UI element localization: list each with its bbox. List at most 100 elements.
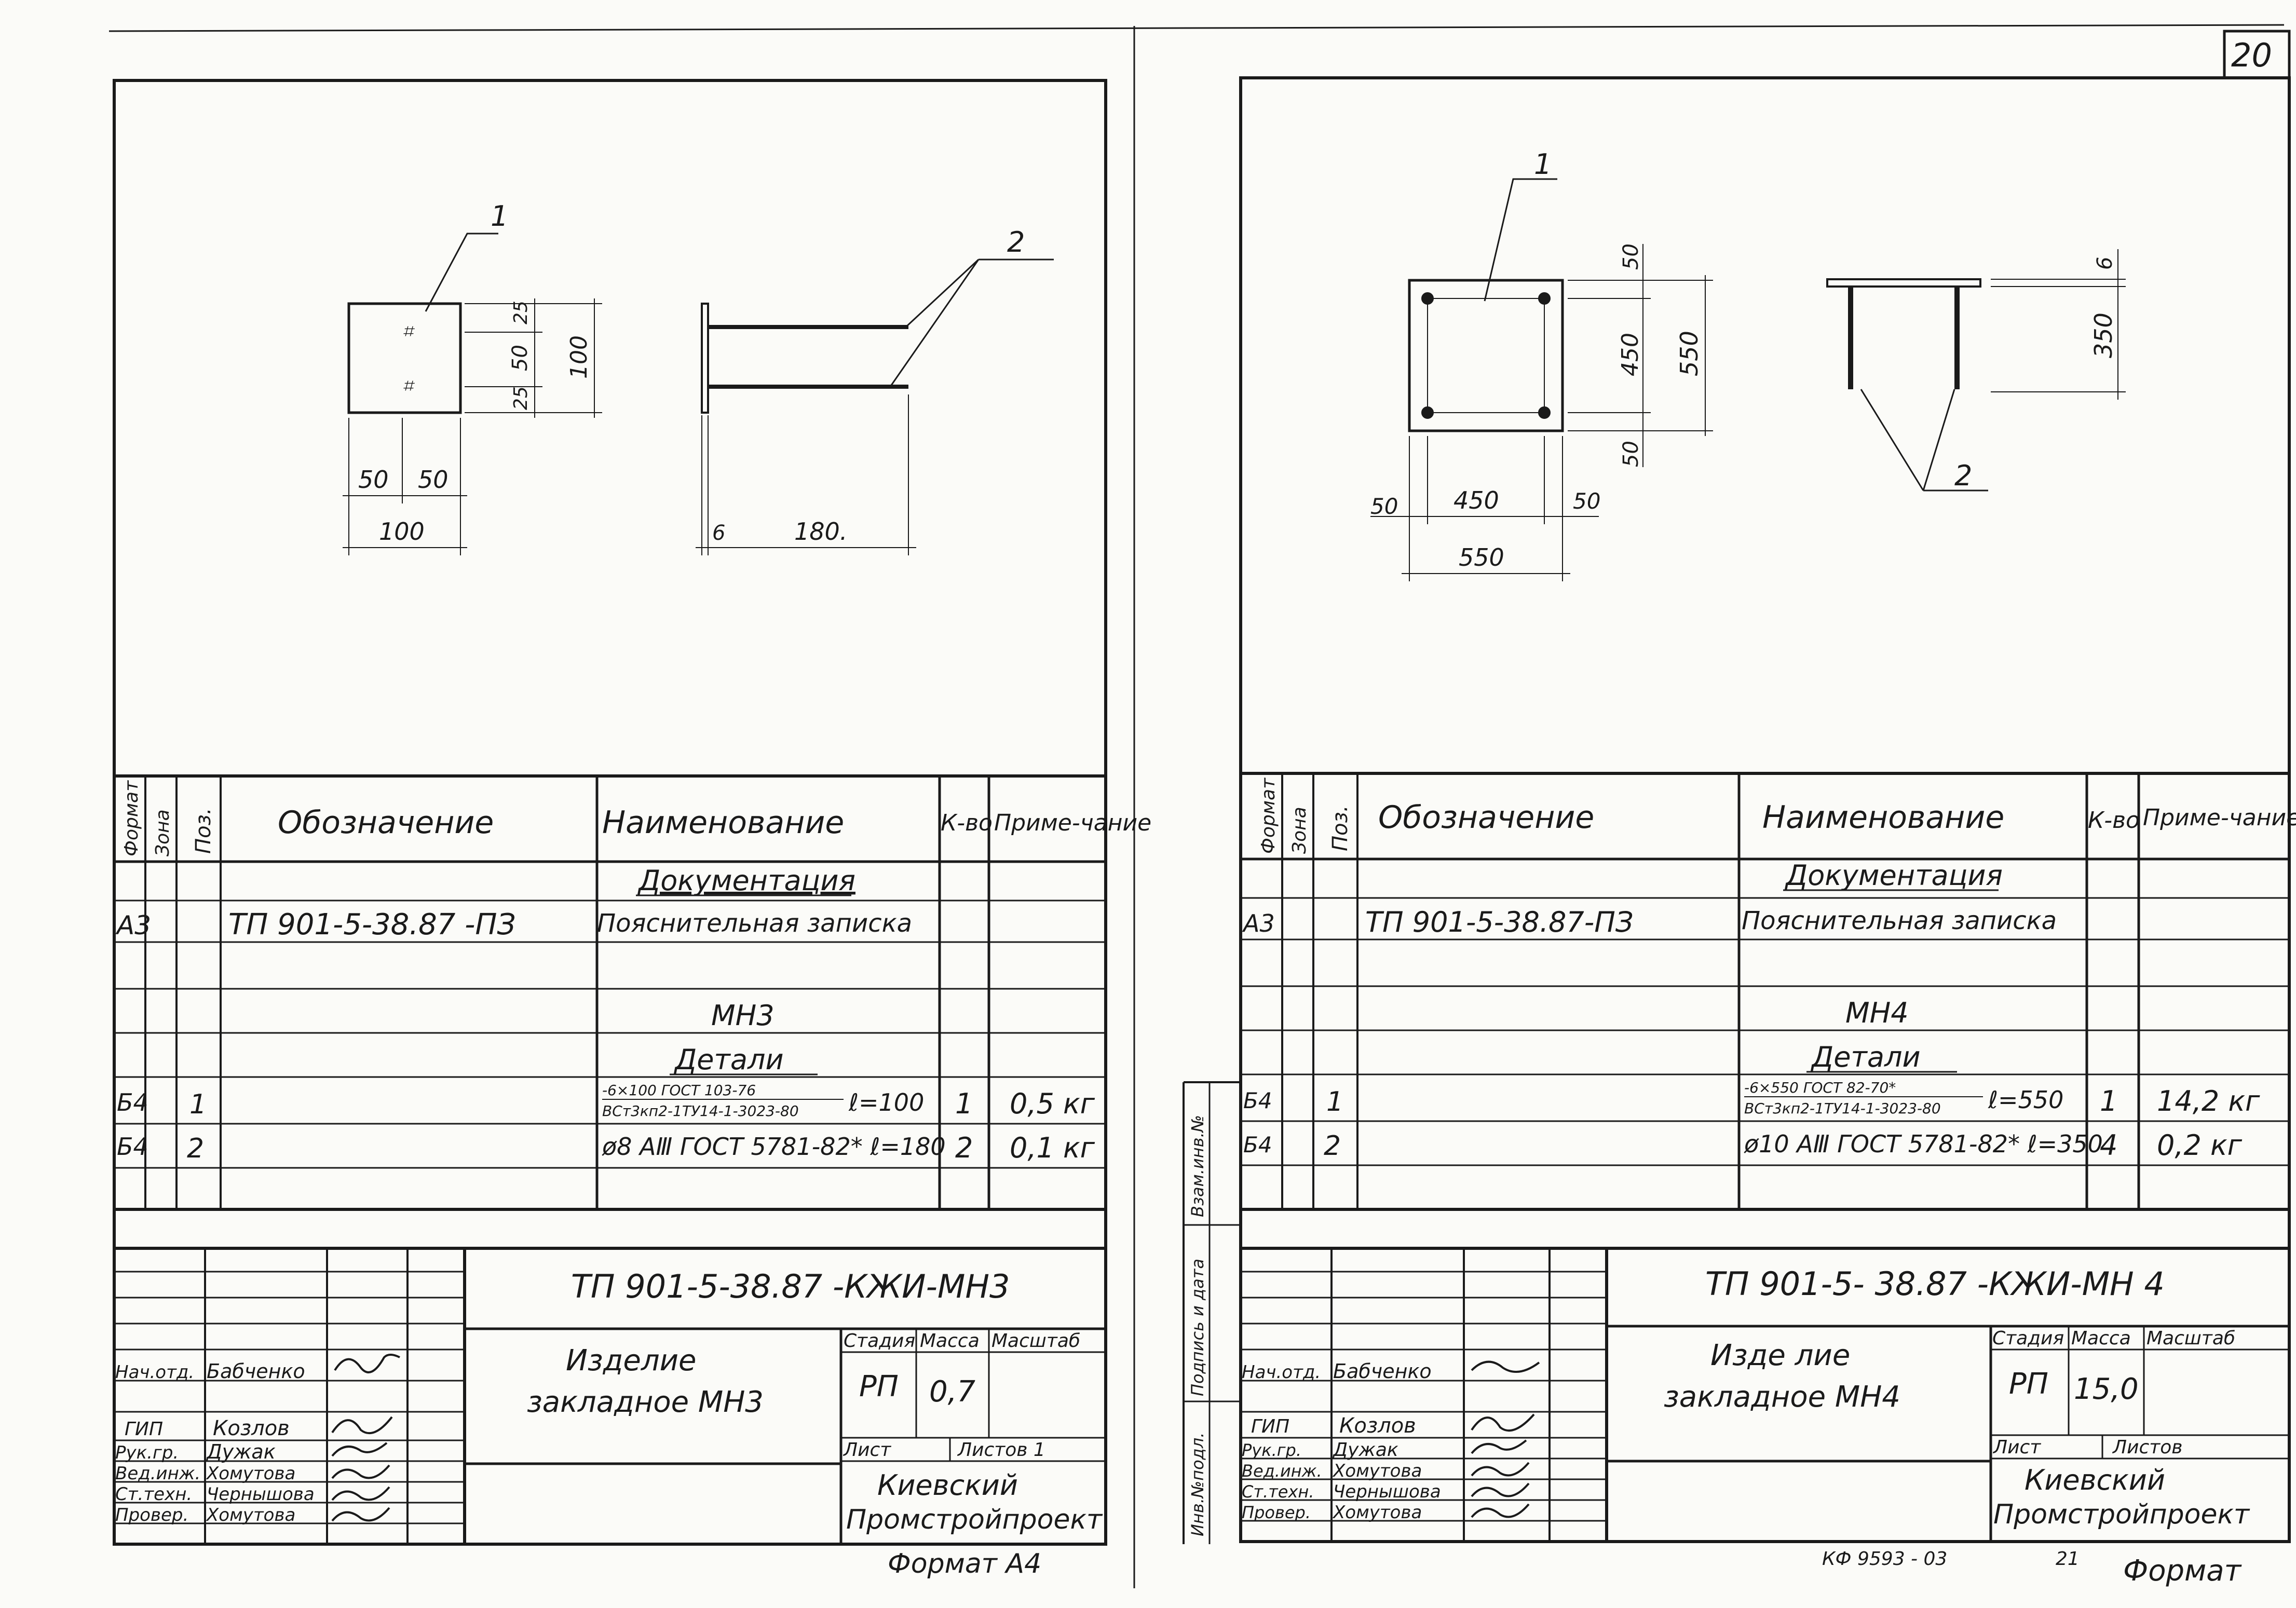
r-tb-role-3: Рук.гр. xyxy=(1242,1440,1301,1460)
signature xyxy=(331,1486,390,1501)
hdr-pos: Поз. xyxy=(192,808,215,854)
hdr-name: Наименование xyxy=(602,805,844,841)
r-r1-name-bottom: ВСт3кп2-1ТУ14-1-3023-80 xyxy=(1744,1100,1941,1117)
tb-product2: закладное МН3 xyxy=(527,1385,764,1419)
right-sheet: 1 50 450 50 550 50 450 50 550 2 6 xyxy=(1183,76,2296,1588)
tb-org1: Киевский xyxy=(877,1469,1018,1502)
tb-stage: РП xyxy=(859,1370,899,1403)
r-tb-role-5: Ст.техн. xyxy=(1242,1482,1314,1502)
svg-text:⌗: ⌗ xyxy=(402,375,415,397)
side-label-signature: Подпись и дата xyxy=(1188,1259,1207,1396)
row-documentation: Документация xyxy=(637,864,855,897)
left-frame xyxy=(113,79,1107,1546)
r-row-documentation: Документация xyxy=(1785,859,2003,892)
r1-format: Б4 xyxy=(117,1088,148,1116)
tb-stage-h: Стадия xyxy=(844,1330,915,1352)
tb-name-1: Бабченко xyxy=(207,1360,305,1383)
signature xyxy=(334,1354,400,1373)
r-dim-v-50a: 50 xyxy=(1619,243,1643,270)
signature xyxy=(1471,1360,1540,1373)
side-label-inventory: Инв.№подл. xyxy=(1188,1433,1207,1536)
format-label-left: Формат А4 xyxy=(888,1548,1041,1579)
r-tb-sheets-h: Листов xyxy=(2112,1437,2182,1458)
dim-v-50: 50 xyxy=(508,345,532,371)
right-leader-2-label: 2 xyxy=(1954,459,1972,492)
tb-name-3: Дужак xyxy=(206,1440,276,1463)
r1-name-bottom: ВСт3кп2-1ТУ14-1-3023-80 xyxy=(602,1102,799,1120)
r-tb-name-5: Чернышова xyxy=(1333,1481,1441,1502)
r-dim-v-450: 450 xyxy=(1617,333,1643,376)
dim-h-50b: 50 xyxy=(418,466,449,494)
signature xyxy=(1471,1462,1530,1477)
r-item-title: МН4 xyxy=(1845,997,1909,1029)
hdr-designation: Обозначение xyxy=(278,805,494,841)
dim-h-100: 100 xyxy=(379,517,425,546)
r-dim-h-450: 450 xyxy=(1453,486,1499,514)
r-tb-sheet-h: Лист xyxy=(1992,1437,2041,1458)
hdr-qty: К-во xyxy=(941,810,993,836)
r-hdr-name: Наименование xyxy=(1762,799,2004,836)
tb-mass: 0,7 xyxy=(929,1375,975,1409)
r-tb-name-3: Дужак xyxy=(1332,1439,1398,1461)
tb-role-3: Рук.гр. xyxy=(115,1442,179,1463)
r-tb-scale-h: Масштаб xyxy=(2146,1328,2235,1349)
right-leader-1-label: 1 xyxy=(1534,148,1552,181)
r-dim-v-550: 550 xyxy=(1675,331,1703,376)
left-plate xyxy=(347,302,462,414)
r-r1-qty: 1 xyxy=(2100,1085,2117,1118)
r-tb-name-6: Хомутова xyxy=(1332,1502,1422,1523)
signature xyxy=(1471,1413,1535,1432)
right-leader-1 xyxy=(1484,178,1557,302)
hdr-format: Формат xyxy=(121,780,142,856)
r-dim-h-50a: 50 xyxy=(1370,494,1398,519)
r1-pos: 1 xyxy=(189,1089,207,1120)
r-r2-qty: 4 xyxy=(2100,1129,2117,1162)
row-doc-designation: ТП 901-5-38.87 -ПЗ xyxy=(228,908,515,942)
dim-v-25a: 25 xyxy=(510,301,532,324)
tb-name-2: Козлов xyxy=(213,1416,290,1440)
tb-name-6: Хомутова xyxy=(206,1505,295,1525)
r-r2-name: ø10 АⅢ ГОСТ 5781-82* ℓ=350 xyxy=(1744,1130,2103,1158)
r1-note: 0,5 кг xyxy=(1010,1087,1095,1120)
hdr-note: Приме-чание xyxy=(994,810,1151,836)
r-r1-length: ℓ=550 xyxy=(1988,1086,2063,1114)
r-tb-product2: закладное МН4 xyxy=(1664,1380,1900,1414)
leader-1-label: 1 xyxy=(491,200,508,233)
r-hdr-pos: Поз. xyxy=(1328,805,1352,851)
tb-sheet-h: Лист xyxy=(843,1439,891,1461)
r-tb-role-6: Провер. xyxy=(1242,1503,1311,1522)
r-r1-format: Б4 xyxy=(1243,1088,1272,1113)
r-row-doc-format: А3 xyxy=(1242,909,1275,937)
r-tb-name-4: Хомутова xyxy=(1332,1461,1422,1481)
r-hdr-qty: К-во xyxy=(2088,807,2140,834)
r1-qty: 1 xyxy=(955,1087,973,1120)
r-tb-stage-h: Стадия xyxy=(1992,1328,2064,1349)
r-dim-v-50b: 50 xyxy=(1619,441,1643,467)
r-tb-mass-h: Масса xyxy=(2071,1328,2131,1349)
r-r2-note: 0,2 кг xyxy=(2157,1129,2243,1162)
leader-2-label: 2 xyxy=(1007,226,1025,258)
tb-role-1: Нач.отд. xyxy=(115,1362,194,1383)
format-label-right: Формат xyxy=(2123,1554,2242,1588)
row-doc-name: Пояснительная записка xyxy=(597,909,912,938)
r-tb-mass: 15,0 xyxy=(2074,1372,2139,1406)
tb-name-4: Хомутова xyxy=(206,1463,295,1484)
row-doc-format: А3 xyxy=(115,910,151,941)
dim-v-25b: 25 xyxy=(510,386,532,410)
leader-1 xyxy=(425,233,498,312)
r-tb-product: Изде лие xyxy=(1710,1339,1850,1372)
tb-scale-h: Масштаб xyxy=(991,1330,1080,1352)
r-row-doc-designation: ТП 901-5-38.87-ПЗ xyxy=(1365,906,1633,938)
r-tb-stage: РП xyxy=(2009,1367,2048,1401)
right-plate xyxy=(1408,279,1564,432)
dim-length: 180. xyxy=(794,517,847,546)
r2-note: 0,1 кг xyxy=(1010,1132,1095,1164)
r-tb-name-1: Бабченко xyxy=(1333,1360,1432,1383)
tb-role-5: Ст.техн. xyxy=(115,1484,192,1505)
r-row-doc-name: Пояснительная записка xyxy=(1742,906,2057,935)
tb-role-6: Провер. xyxy=(115,1505,188,1525)
r-tb-org1: Киевский xyxy=(2025,1464,2165,1496)
tb-sheets-h: Листов 1 xyxy=(957,1439,1045,1461)
r-dim-h-50b: 50 xyxy=(1573,488,1600,514)
